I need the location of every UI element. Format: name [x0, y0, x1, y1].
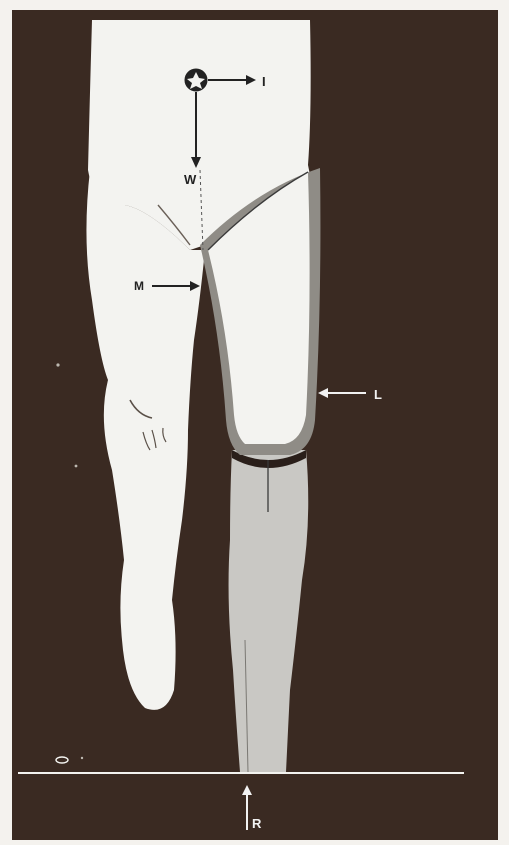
speck — [81, 757, 83, 759]
speck — [56, 363, 59, 366]
reaction-label: R — [252, 816, 262, 831]
speck — [75, 465, 78, 468]
medial-label: M — [134, 279, 144, 293]
lateral-label: L — [374, 387, 382, 402]
moment-label: I — [262, 74, 266, 89]
weight-label: W — [184, 172, 197, 187]
